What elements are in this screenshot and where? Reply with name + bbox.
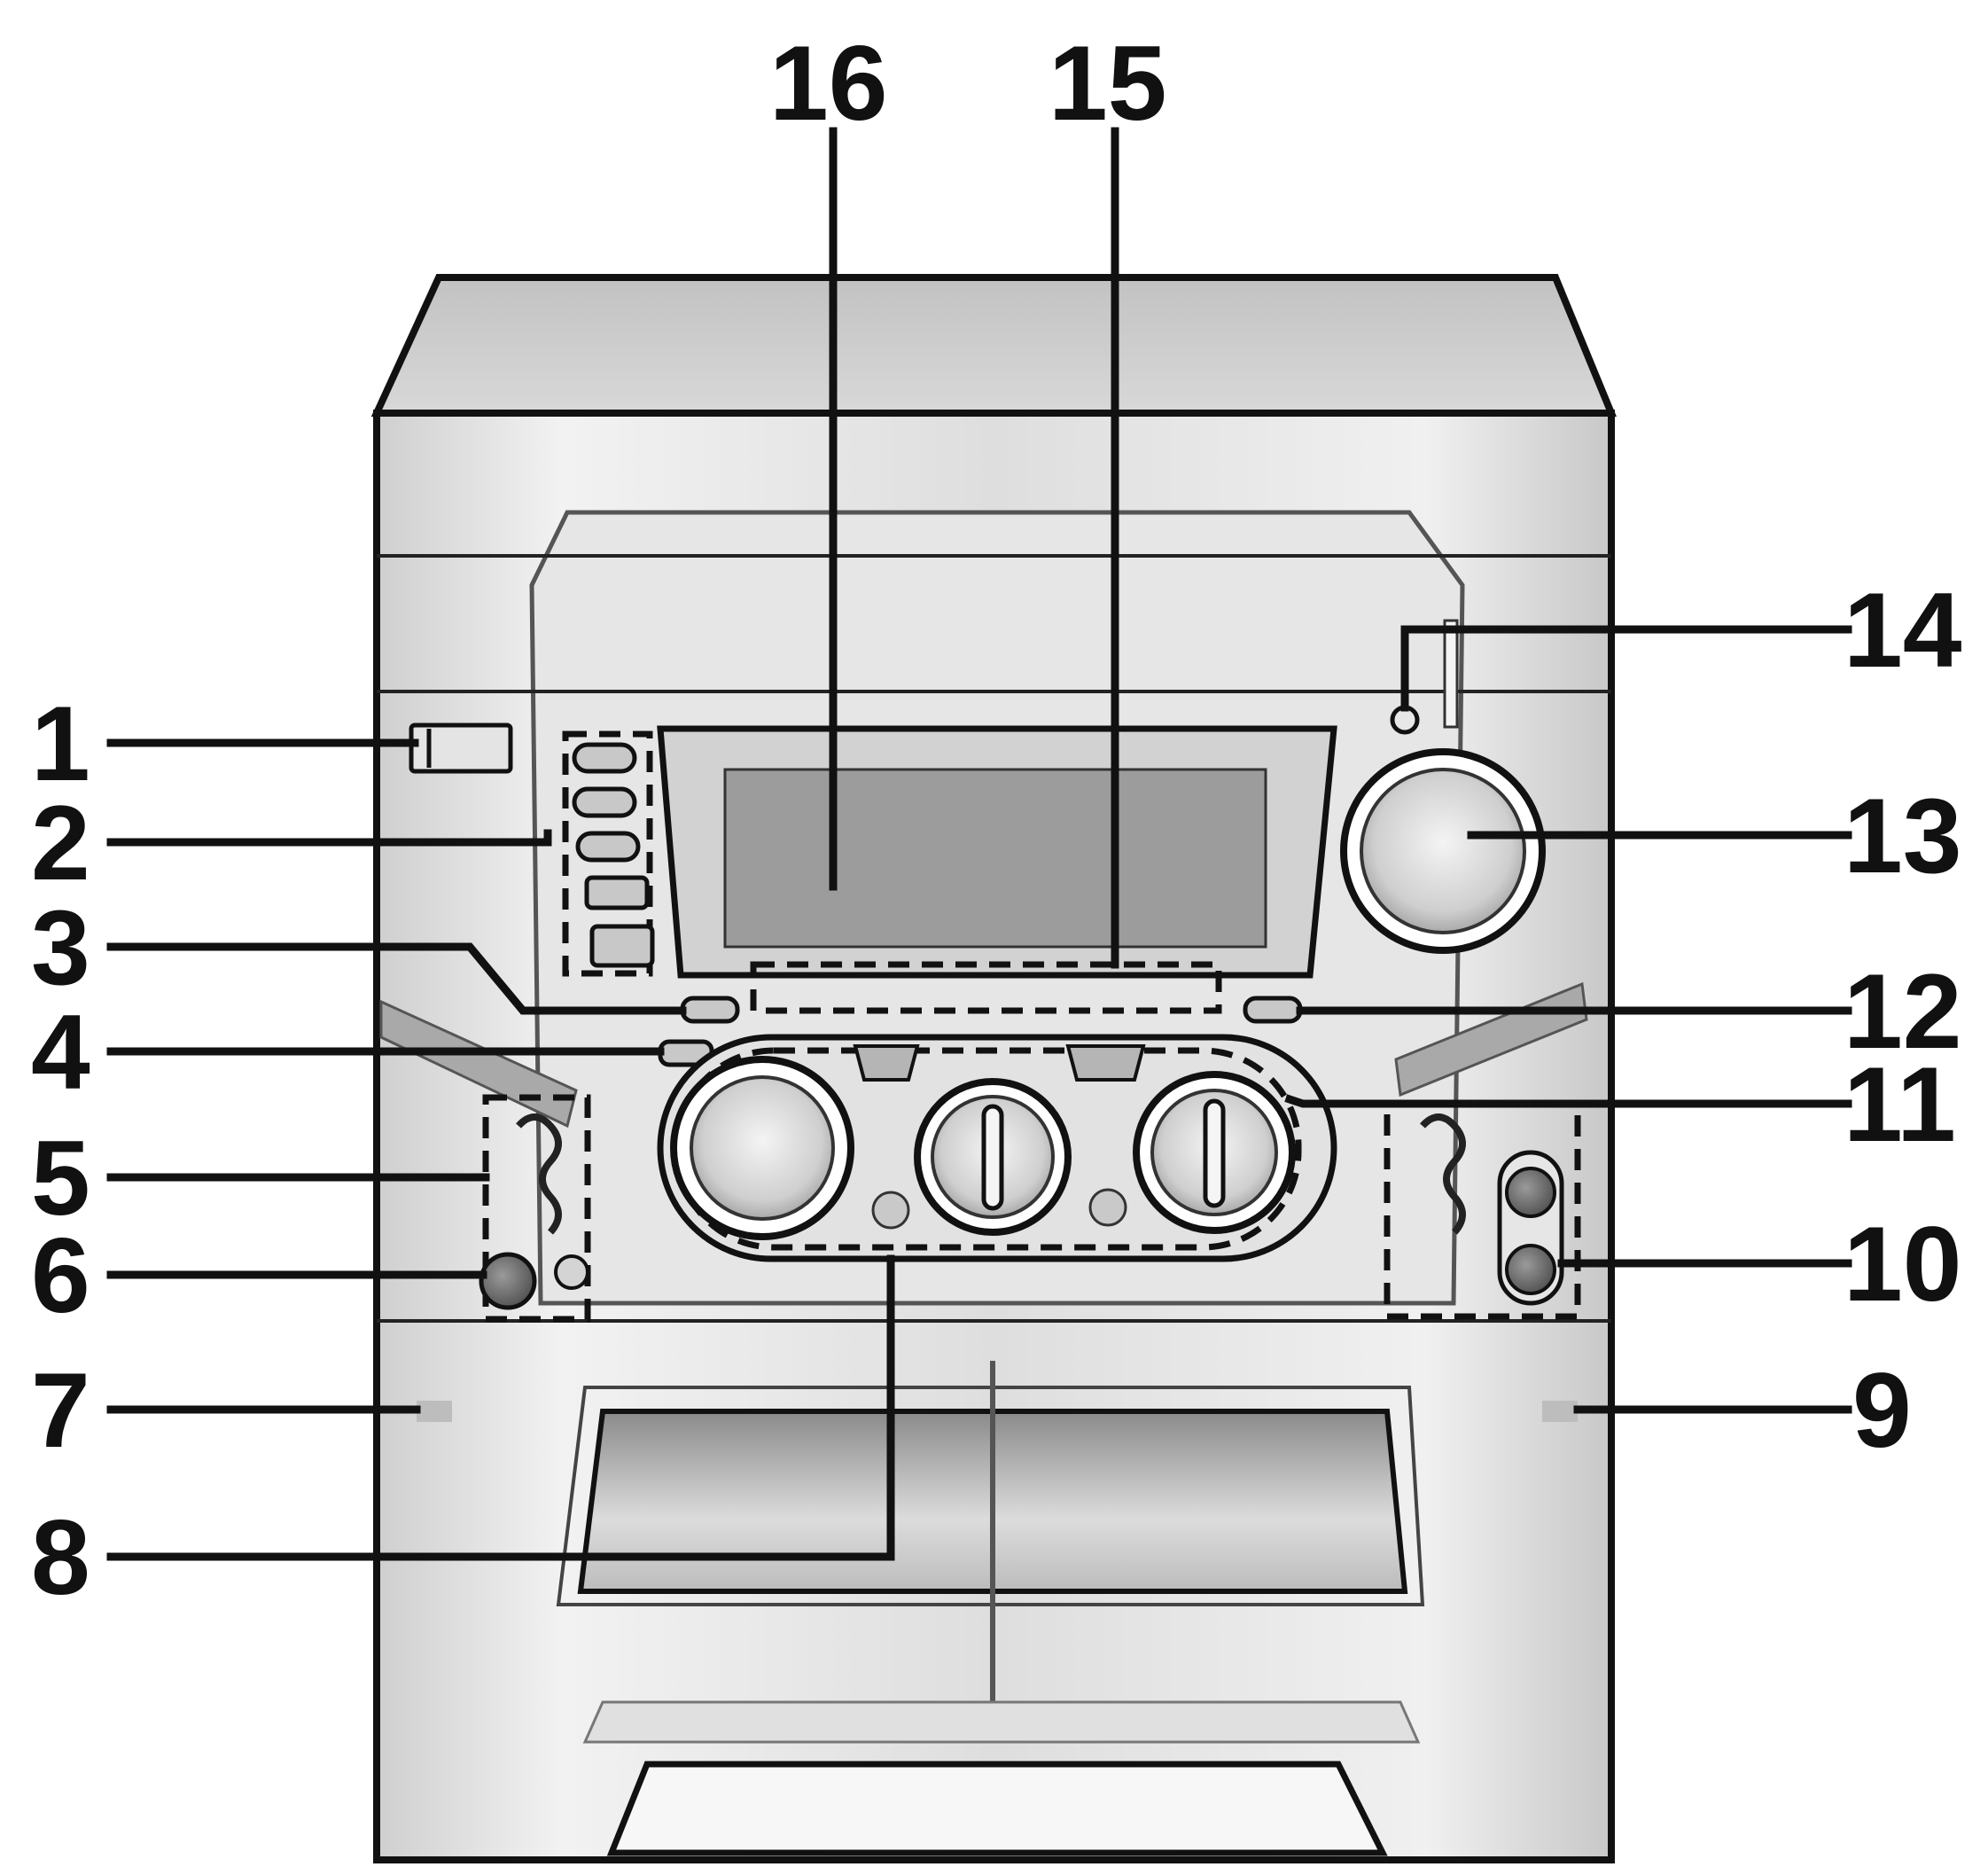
function-button-column — [562, 730, 655, 977]
cassette-deck-panel — [657, 1034, 1337, 1262]
input-jack-bottom[interactable] — [1505, 1244, 1556, 1295]
remote-sensor-left — [417, 1401, 452, 1422]
power-button[interactable] — [409, 723, 513, 774]
callout-7: 7 — [31, 1351, 90, 1470]
callout-9: 9 — [1852, 1351, 1912, 1470]
callout-16: 16 — [769, 24, 887, 143]
callout-3: 3 — [31, 888, 90, 1007]
callout-6: 6 — [31, 1216, 90, 1335]
cd-tray-area — [417, 1361, 1578, 1856]
callout-13: 13 — [1844, 777, 1961, 895]
callout-10: 10 — [1844, 1205, 1961, 1324]
callout-1: 1 — [31, 684, 90, 803]
volume-knob-left[interactable] — [690, 1075, 835, 1221]
callout-14: 14 — [1844, 571, 1962, 690]
jog-dial[interactable] — [1340, 748, 1546, 954]
callout-15: 15 — [1049, 24, 1166, 143]
callout-labels: 1 2 3 4 5 6 7 8 9 10 11 12 13 14 15 16 — [31, 24, 1962, 1617]
button-left-small[interactable] — [680, 996, 740, 1024]
leader-lines — [106, 127, 1852, 1561]
button-4[interactable] — [584, 875, 650, 910]
callout-5: 5 — [31, 1119, 90, 1238]
callout-12: 12 — [1844, 952, 1961, 1071]
remote-sensor-right — [1542, 1401, 1578, 1422]
button-right-small[interactable] — [1243, 996, 1303, 1024]
headphone-jack[interactable] — [479, 1252, 537, 1310]
button-2[interactable] — [572, 786, 637, 818]
button-5[interactable] — [589, 924, 655, 968]
callout-11: 11 — [1844, 1045, 1956, 1164]
button-1[interactable] — [572, 742, 637, 774]
callout-2: 2 — [31, 784, 90, 902]
button-3[interactable] — [575, 831, 641, 863]
standby-indicator — [1390, 619, 1459, 735]
callout-8: 8 — [31, 1498, 90, 1617]
display-window — [657, 725, 1337, 979]
callout-4: 4 — [31, 993, 90, 1112]
input-jack-top[interactable] — [1505, 1167, 1556, 1218]
left-side-controls — [379, 999, 591, 1323]
